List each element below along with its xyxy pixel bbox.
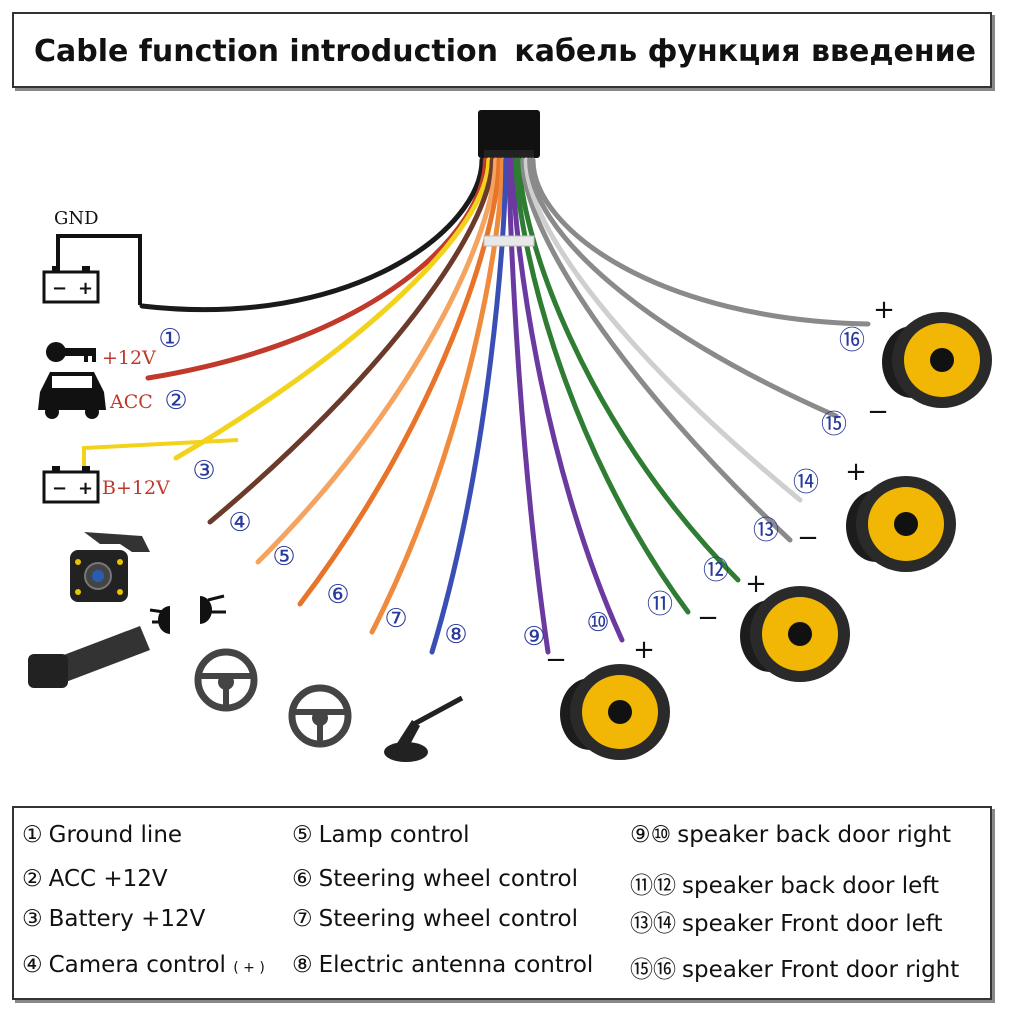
speaker-icon: [846, 476, 956, 572]
wire: [173, 157, 492, 461]
gnd-label: GND: [54, 208, 99, 229]
wire: [513, 157, 691, 615]
acc-voltage-label: +12V: [102, 347, 156, 369]
wire-number: ⑤: [272, 542, 295, 572]
plus-sign: +: [845, 457, 867, 487]
svg-text:+: +: [78, 278, 93, 299]
wire-bundle: [139, 157, 871, 655]
wire: [369, 157, 505, 635]
title-box: Cable function introduction кабель функц…: [12, 12, 992, 88]
minus-sign: −: [545, 645, 567, 675]
wire-number: ⑯: [839, 326, 865, 356]
headlight-icon: [149, 594, 226, 634]
camera-icon: [70, 532, 150, 602]
minus-sign: −: [797, 523, 819, 553]
minus-sign: −: [867, 397, 889, 427]
wire-number: ⑫: [703, 556, 729, 586]
title-english: Cable function introduction: [34, 34, 498, 69]
title-russian: кабель функция введение: [514, 34, 976, 69]
battery-label: B+12V: [102, 477, 170, 499]
wire: [510, 157, 625, 643]
wire-number: ⑥: [326, 580, 349, 610]
svg-text:−: −: [52, 278, 67, 299]
wire-number: ⑨: [522, 622, 545, 652]
lamp-switch-icon: [28, 626, 150, 688]
plus-sign: +: [873, 295, 895, 325]
wire-number: ⑦: [384, 604, 407, 634]
wire: [297, 157, 502, 607]
wire-number: ⑮: [821, 410, 847, 440]
wire-number: ⑩: [586, 608, 609, 638]
wire: [429, 157, 509, 655]
wire: [520, 157, 793, 543]
steering-wheel-icon: [194, 648, 258, 712]
wire: [139, 157, 485, 313]
wire: [255, 157, 499, 565]
wire: [145, 157, 488, 381]
wire: [523, 157, 803, 503]
plus-sign: +: [633, 635, 655, 665]
wire: [516, 157, 741, 583]
wire-number: ⑭: [793, 468, 819, 498]
car-icon: [38, 372, 106, 419]
speaker-icon: [740, 586, 850, 682]
cable-tie: [483, 235, 535, 247]
wire-number: ③: [192, 456, 215, 486]
wire-number: ①: [158, 324, 181, 354]
svg-text:+: +: [78, 478, 93, 499]
ground-battery-icon: − +: [42, 234, 142, 305]
wire-number: ②: [164, 386, 187, 416]
wire-number: ⑪: [647, 590, 673, 620]
plus-sign: +: [745, 569, 767, 599]
polarity-signs: +−+−+−+−: [545, 295, 895, 675]
wire-number: ⑬: [753, 516, 779, 546]
speaker-icon: [560, 664, 670, 760]
wire: [207, 157, 495, 525]
wire: [527, 157, 839, 419]
speaker-icon: [882, 312, 992, 408]
wiring-diagram: − + GND +12V ACC − + B+12V: [28, 110, 992, 762]
minus-sign: −: [697, 603, 719, 633]
key-icon: [46, 342, 96, 362]
wire: [530, 157, 871, 327]
battery-icon: − +: [42, 438, 239, 504]
steering-wheel-icon: [288, 684, 352, 748]
svg-text:−: −: [52, 478, 67, 499]
wire-number: ⑧: [444, 620, 467, 650]
antenna-icon: [384, 695, 464, 762]
speakers: [560, 312, 992, 760]
harness-connector: [478, 110, 540, 164]
acc-label: ACC: [109, 391, 153, 413]
wire: [506, 157, 551, 655]
wire-number: ④: [228, 508, 251, 538]
